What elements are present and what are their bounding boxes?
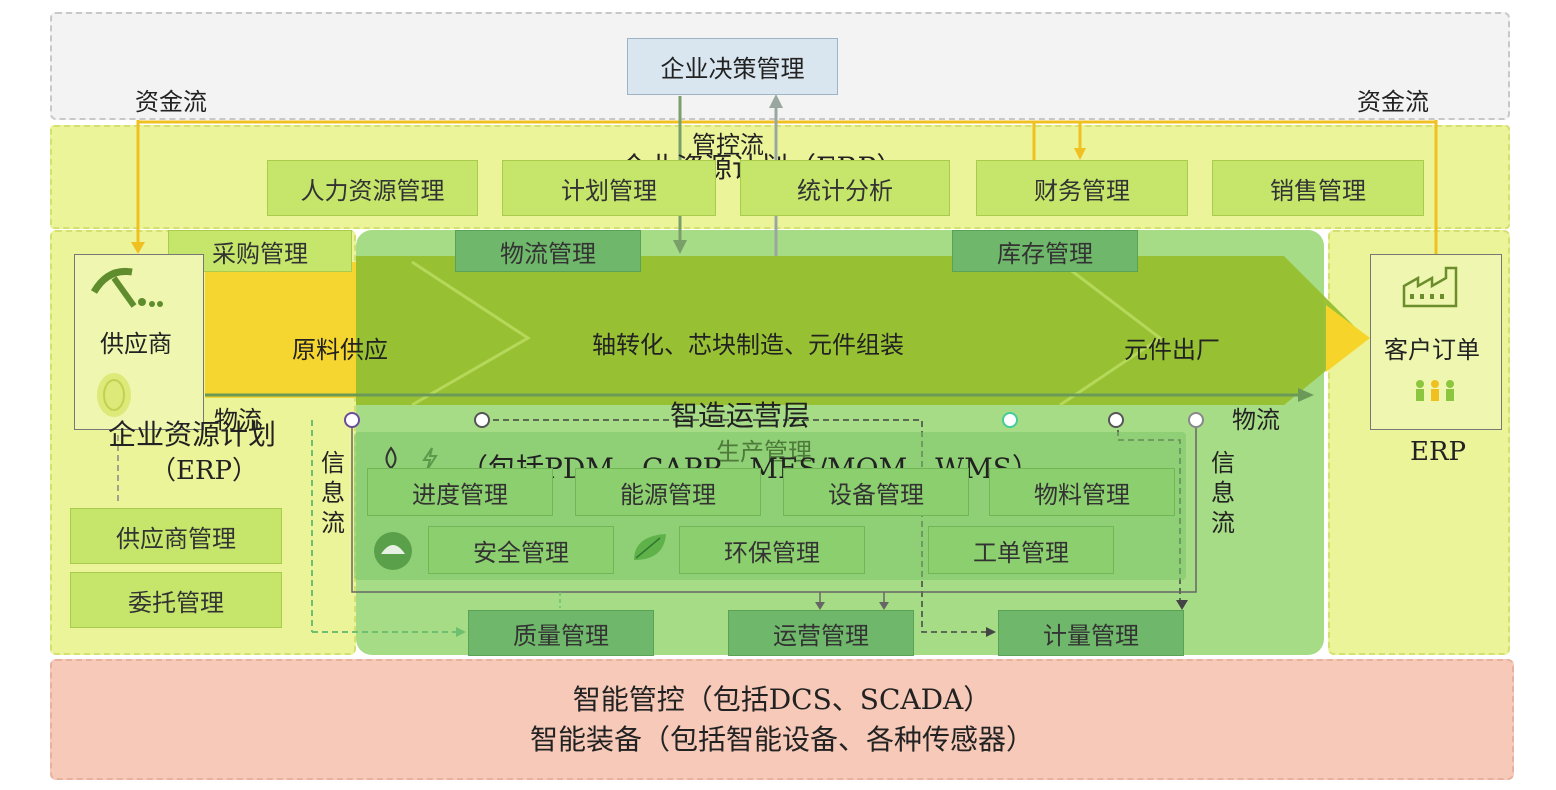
stage-manufacturing: 轴转化、芯块制造、元件组装 xyxy=(592,331,904,359)
energy-management-label: 能源管理 xyxy=(620,480,716,509)
pickaxe-icon xyxy=(90,267,163,308)
factory-icon xyxy=(1402,266,1458,308)
logistics-left-label: 物流 xyxy=(214,406,262,434)
stage-shipment: 元件出厂 xyxy=(1124,336,1220,364)
material-management-box: 物料管理 xyxy=(989,468,1175,516)
erp-left-line2: （ERP） xyxy=(150,456,259,486)
statistics-analysis-box: 统计分析 xyxy=(740,160,950,216)
capital-flow-right: 资金流 xyxy=(1357,88,1429,116)
leaf-icon xyxy=(634,534,666,560)
operation-management-box: 运营管理 xyxy=(728,610,914,656)
production-management-label: 生产管理 xyxy=(716,438,812,466)
safety-management-box: 安全管理 xyxy=(428,526,614,574)
control-layer: 智能管控（包括DCS、SCADA） 智能装备（包括智能设备、各种传感器） xyxy=(50,659,1514,780)
entrust-management-box: 委托管理 xyxy=(70,572,282,628)
sales-management-label: 销售管理 xyxy=(1270,176,1366,205)
water-drop-icon xyxy=(385,446,397,470)
people-icon xyxy=(1416,380,1454,401)
environment-management-label: 环保管理 xyxy=(724,538,820,567)
info-flow-left-char-2: 息 xyxy=(321,479,345,507)
info-flow-right-char-1: 信 xyxy=(1211,449,1235,477)
energy-management-box: 能源管理 xyxy=(575,468,761,516)
control-flow-label: 管控流 xyxy=(692,131,764,159)
material-management-label: 物料管理 xyxy=(1034,480,1130,509)
statistics-analysis-label: 统计分析 xyxy=(797,176,893,205)
info-flow-right-char-2: 息 xyxy=(1211,479,1235,507)
info-flow-right-char-3: 流 xyxy=(1211,509,1235,537)
quality-management-box: 质量管理 xyxy=(468,610,654,656)
hr-management-label: 人力资源管理 xyxy=(300,176,445,205)
finance-management-label: 财务管理 xyxy=(1034,176,1130,205)
erp-left-line1: 企业资源计划 xyxy=(108,418,277,451)
inventory-management-label: 库存管理 xyxy=(997,239,1093,268)
quality-management-label: 质量管理 xyxy=(513,621,609,650)
procurement-box: 采购管理 xyxy=(168,230,352,272)
progress-management-label: 进度管理 xyxy=(412,480,508,509)
work-order-management-label: 工单管理 xyxy=(973,538,1069,567)
inventory-management-box: 库存管理 xyxy=(952,230,1138,272)
operation-management-label: 运营管理 xyxy=(773,621,869,650)
info-flow-left-char-3: 流 xyxy=(321,509,345,537)
safety-management-label: 安全管理 xyxy=(473,538,569,567)
supplier-management-box: 供应商管理 xyxy=(70,508,282,564)
metering-management-label: 计量管理 xyxy=(1043,621,1139,650)
capital-flow-left: 资金流 xyxy=(135,88,207,116)
progress-management-box: 进度管理 xyxy=(367,468,553,516)
entrust-management-label: 委托管理 xyxy=(128,588,224,617)
helmet-icon xyxy=(374,532,412,570)
erp-right-label: ERP xyxy=(1410,437,1467,467)
control-line-1: 智能管控（包括DCS、SCADA） xyxy=(572,682,992,716)
control-line-2: 智能装备（包括智能设备、各种传感器） xyxy=(529,722,1034,756)
decision-management-box: 企业决策管理 xyxy=(627,38,838,95)
customer-order-label: 客户订单 xyxy=(1384,336,1480,364)
sales-management-box: 销售管理 xyxy=(1212,160,1424,216)
stage-raw-supply: 原料供应 xyxy=(292,336,388,364)
environment-management-box: 环保管理 xyxy=(679,526,865,574)
work-order-management-box: 工单管理 xyxy=(928,526,1114,574)
procurement-label: 采购管理 xyxy=(212,239,308,268)
finance-management-box: 财务管理 xyxy=(976,160,1188,216)
ops-title: 智造运营层 xyxy=(670,399,811,432)
equipment-management-label: 设备管理 xyxy=(828,480,924,509)
info-flow-left-char-1: 信 xyxy=(321,449,345,477)
logistics-management-box: 物流管理 xyxy=(455,230,641,272)
supplier-management-label: 供应商管理 xyxy=(116,524,236,553)
logistics-management-label: 物流管理 xyxy=(500,239,596,268)
planning-management-label: 计划管理 xyxy=(561,176,657,205)
equipment-management-box: 设备管理 xyxy=(783,468,969,516)
metering-management-box: 计量管理 xyxy=(998,610,1184,656)
decision-management-label: 企业决策管理 xyxy=(660,55,805,83)
info-flow-left: 信 息 流 xyxy=(318,448,348,538)
info-flow-right: 信 息 流 xyxy=(1208,448,1238,538)
logistics-right-label: 物流 xyxy=(1232,406,1280,434)
supplier-label: 供应商 xyxy=(100,330,172,358)
hr-management-box: 人力资源管理 xyxy=(267,160,478,216)
fingerprint-icon xyxy=(97,373,131,417)
planning-management-box: 计划管理 xyxy=(502,160,716,216)
